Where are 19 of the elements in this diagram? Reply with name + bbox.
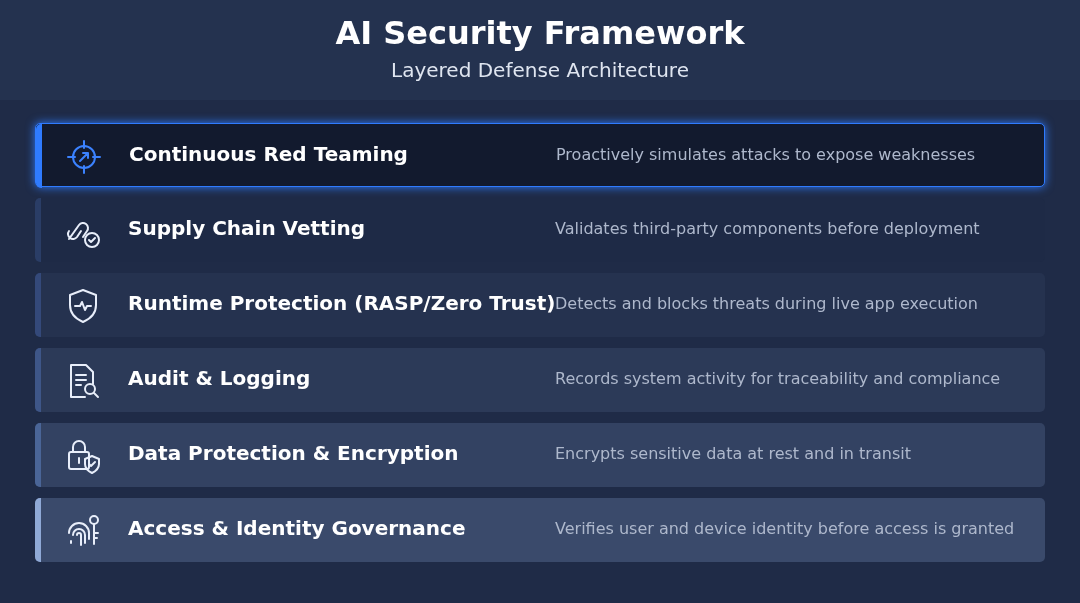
layer-heading: Continuous Red Teaming — [129, 142, 408, 166]
layer-description: Records system activity for traceability and compliance — [555, 369, 1001, 388]
layer-card — [35, 273, 1045, 337]
layer-heading: Runtime Protection (RASP/Zero Trust) — [128, 291, 556, 315]
layer-heading: Supply Chain Vetting — [128, 216, 366, 240]
subtitle: Layered Defense Architecture — [390, 58, 690, 82]
layer-heading: Data Protection & Encryption — [128, 441, 459, 465]
layer-heading: Audit & Logging — [128, 366, 311, 390]
layer-card — [35, 348, 1045, 412]
title: AI Security Framework — [334, 14, 746, 52]
layer-description: Encrypts sensitive data at rest and in transit — [555, 444, 911, 463]
layer-heading: Access & Identity Governance — [128, 516, 466, 540]
layer-card — [35, 123, 1045, 187]
layer-description: Proactively simulates attacks to expose weaknesses — [556, 145, 976, 164]
layer-description: Verifies user and device identity before access is granted — [555, 519, 1015, 538]
layer-card — [35, 423, 1045, 487]
layer-description: Detects and blocks threats during live app execution — [555, 294, 978, 313]
layer-description: Validates third-party components before deployment — [555, 219, 980, 238]
layer-card — [35, 498, 1045, 562]
